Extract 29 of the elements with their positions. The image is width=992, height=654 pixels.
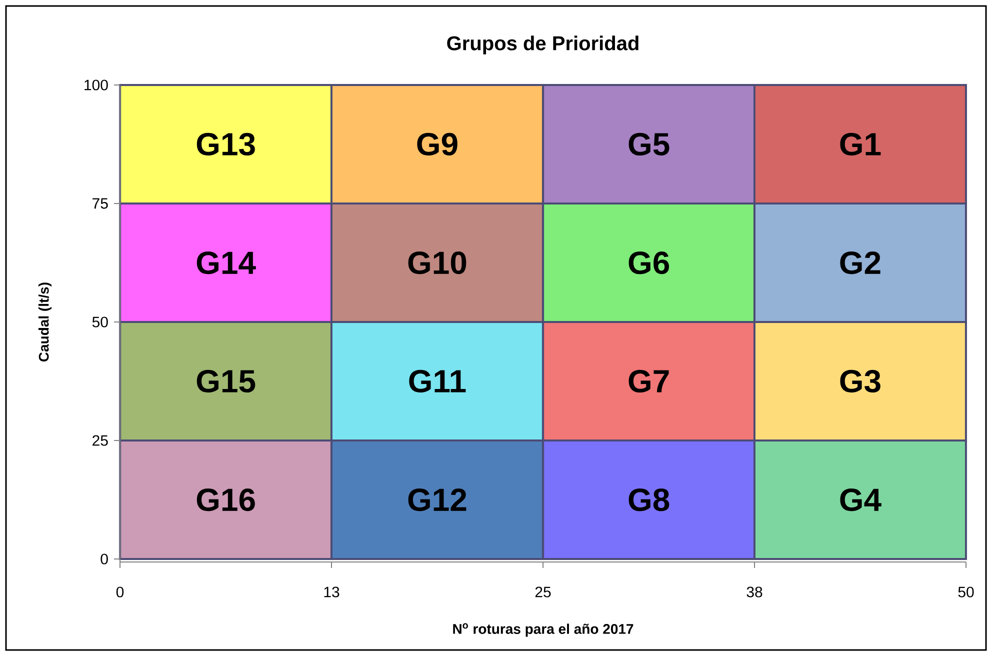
- tick-label: 25: [535, 586, 551, 598]
- tick-label: 38: [746, 586, 762, 598]
- tick-label: 13: [324, 586, 340, 598]
- group-cell: G3: [753, 320, 967, 442]
- chart-title: Grupos de Prioridad: [447, 36, 638, 54]
- group-cell: G6: [542, 202, 756, 324]
- group-cell: G7: [542, 320, 756, 442]
- tick-label: 0: [116, 586, 124, 598]
- tick-label: 50: [92, 316, 108, 328]
- tick-label: 0: [100, 554, 108, 564]
- tick-label: 25: [92, 435, 108, 446]
- group-cell: G2: [753, 202, 967, 324]
- group-cell: G10: [330, 202, 544, 324]
- tick-label: 50: [958, 586, 974, 598]
- group-cell: G4: [753, 440, 967, 560]
- group-cell: G15: [119, 320, 333, 442]
- group-cell: G16: [119, 440, 333, 560]
- group-cell: G8: [542, 440, 756, 560]
- tick-label: 75: [92, 198, 108, 209]
- group-cell: G12: [330, 440, 544, 560]
- group-cell: G1: [753, 84, 967, 204]
- group-cell: G5: [542, 84, 756, 204]
- axis-title: N$^{o}$ roturas para el año 2017: [453, 623, 634, 637]
- group-cell: G9: [330, 84, 544, 204]
- group-cell: G11: [330, 320, 544, 442]
- tick-label: 100: [84, 80, 108, 90]
- axis-title: Caudal (lt/s): [38, 282, 52, 362]
- group-cell: G13: [119, 84, 333, 204]
- group-cell: G14: [119, 202, 333, 324]
